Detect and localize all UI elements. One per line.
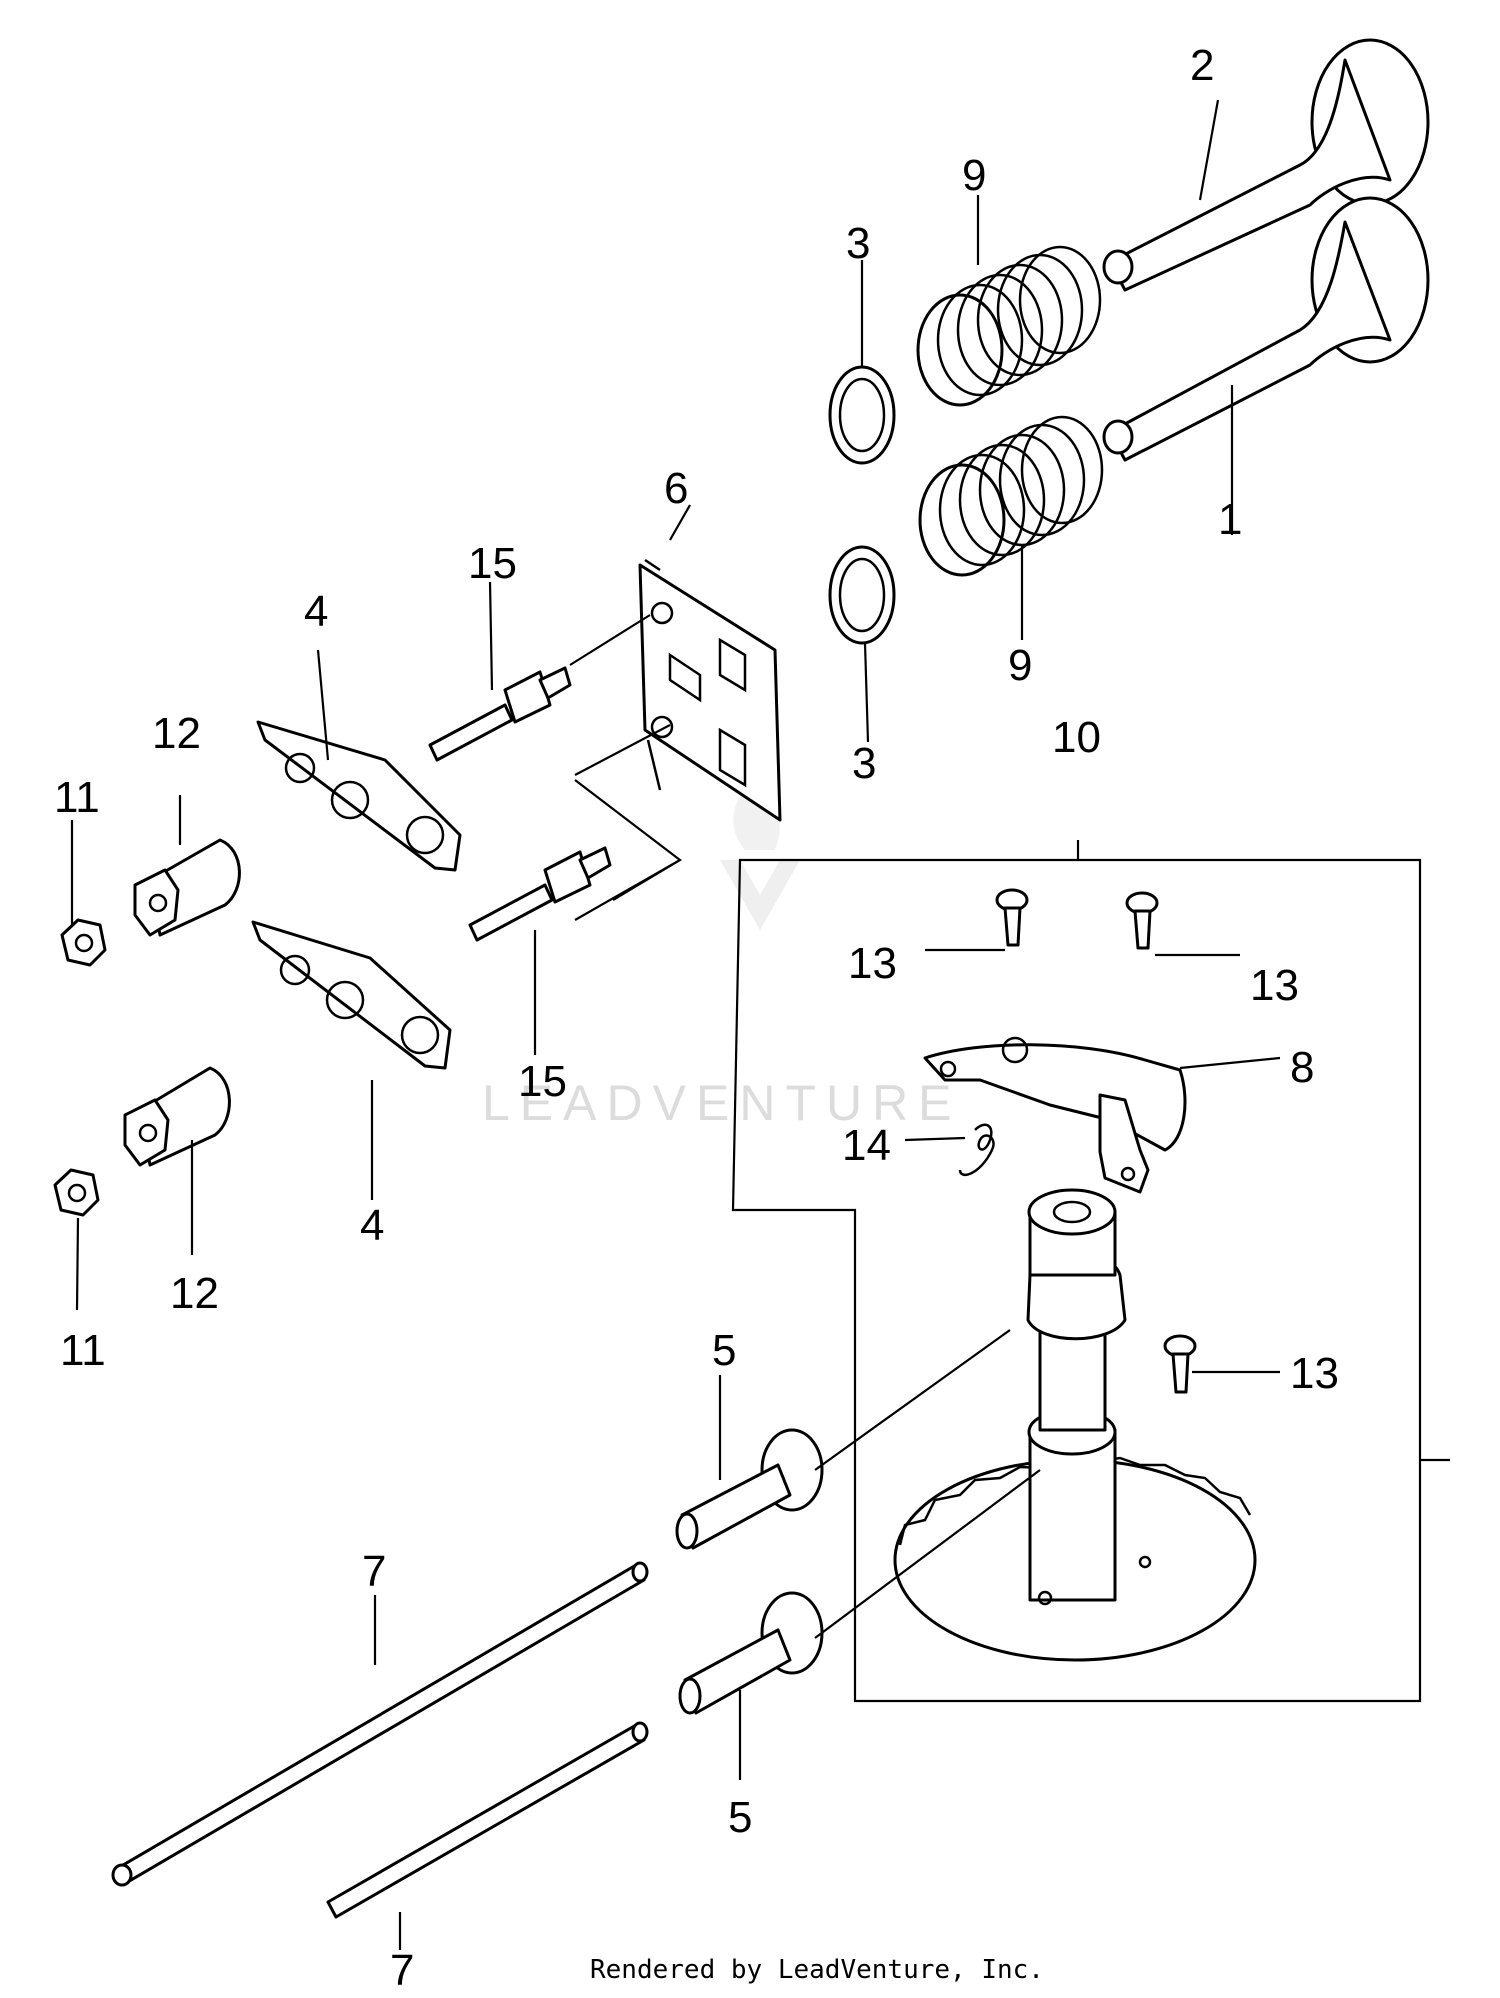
callout-9-lower: 9 xyxy=(1008,641,1032,690)
screw-13-b xyxy=(1125,891,1159,950)
callout-8: 8 xyxy=(1290,1043,1314,1092)
stud-bolt-lower xyxy=(468,846,612,942)
spring-retainer-upper xyxy=(828,365,896,465)
callout-5-upper: 5 xyxy=(712,1326,736,1375)
callout-4-lower: 4 xyxy=(360,1201,384,1250)
valve-2 xyxy=(1102,38,1430,292)
footer-credit: Rendered by LeadVenture, Inc. xyxy=(590,1955,1044,1985)
rocker-arm-upper xyxy=(256,720,462,872)
callout-13-a: 13 xyxy=(848,939,897,988)
callout-15-lower: 15 xyxy=(518,1057,567,1106)
screw-13-a xyxy=(995,888,1029,947)
rocker-arm-lower xyxy=(251,920,452,1070)
rocker-pivot-upper xyxy=(133,838,241,937)
push-rod-lower xyxy=(326,1721,649,1919)
tappet-upper xyxy=(675,1428,824,1550)
assembly-boundary xyxy=(731,858,1450,1703)
leader-lines xyxy=(70,99,1281,1950)
rocker-pivot-lower xyxy=(123,1066,231,1167)
callout-13-b: 13 xyxy=(1250,961,1299,1010)
callout-7-lower: 7 xyxy=(390,1946,414,1995)
callout-9-upper: 9 xyxy=(962,151,986,200)
callout-1: 1 xyxy=(1218,495,1242,544)
callout-6: 6 xyxy=(664,464,688,513)
callout-11-lower: 11 xyxy=(60,1326,106,1375)
callout-12-upper: 12 xyxy=(152,709,201,758)
callout-3-lower: 3 xyxy=(852,739,876,788)
tappet-lower xyxy=(678,1591,824,1715)
callout-11-upper: 11 xyxy=(54,773,100,822)
valve-1 xyxy=(1102,196,1430,462)
governor-plate-8 xyxy=(923,1036,1187,1194)
callout-10: 10 xyxy=(1052,713,1101,762)
callout-7-upper: 7 xyxy=(362,1547,386,1596)
guide-plate-6 xyxy=(638,558,782,822)
watermark-text: LEADVENTURE xyxy=(482,1075,962,1131)
callout-2: 2 xyxy=(1190,41,1214,90)
screw-13-c xyxy=(1163,1334,1197,1394)
spring-retainer-lower xyxy=(828,545,896,645)
callout-14: 14 xyxy=(842,1121,891,1170)
valve-spring-lower xyxy=(918,415,1104,577)
lock-nut-upper xyxy=(60,918,107,967)
callout-3-upper: 3 xyxy=(846,219,870,268)
push-rod-upper xyxy=(111,1561,649,1887)
valve-spring-upper xyxy=(916,245,1102,407)
stud-bolt-upper xyxy=(428,666,572,762)
callout-13-c: 13 xyxy=(1290,1349,1339,1398)
camshaft-gear xyxy=(893,1188,1257,1662)
governor-spring-14 xyxy=(958,1123,995,1176)
callout-15-upper: 15 xyxy=(468,539,517,588)
lock-nut-lower xyxy=(53,1168,100,1217)
callout-4-upper: 4 xyxy=(304,587,328,636)
callout-5-lower: 5 xyxy=(728,1793,752,1842)
callout-12-lower: 12 xyxy=(170,1269,219,1318)
